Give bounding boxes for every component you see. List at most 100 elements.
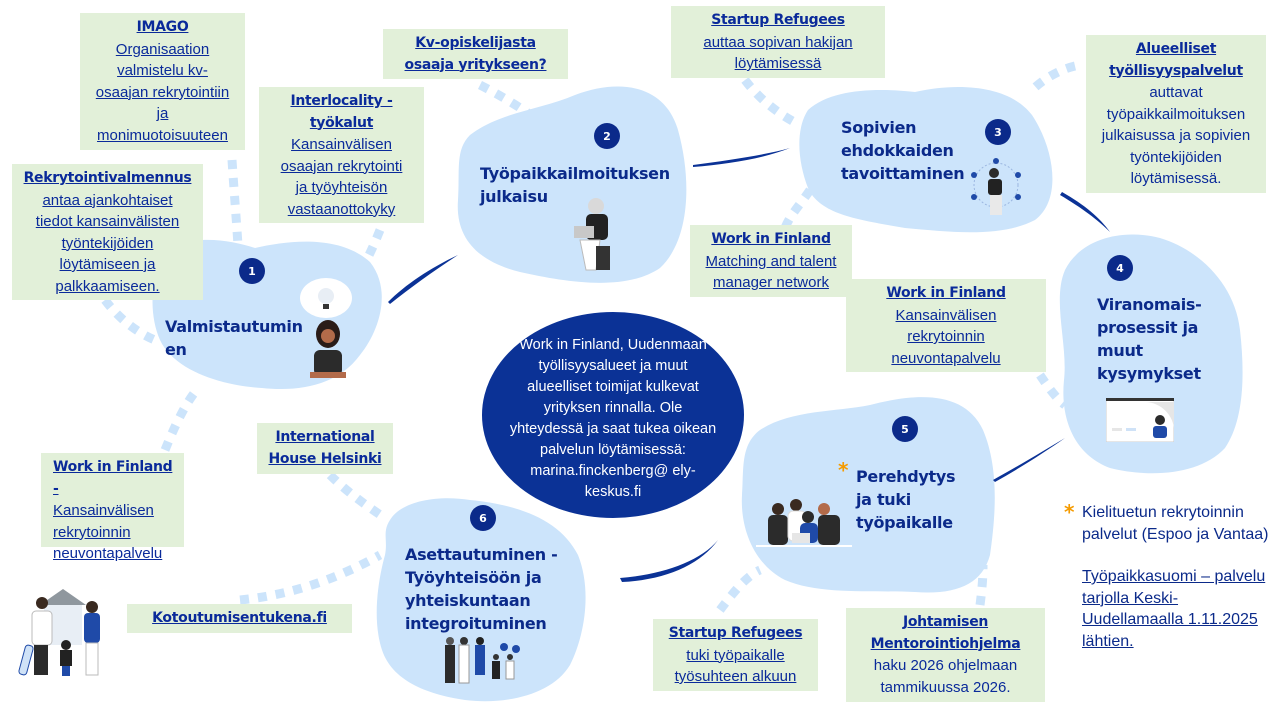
connector-kotoutuminen	[239, 551, 383, 605]
wif-matching-line-2[interactable]: manager network	[713, 274, 829, 291]
startup-top-line-1[interactable]: auttaa sopivan hakijan	[703, 33, 853, 51]
imago-line-2[interactable]: valmistelu kv-	[117, 62, 208, 79]
wif-matching-title[interactable]: Work in Finland	[711, 231, 831, 247]
arrow-3-4	[1060, 192, 1110, 232]
interlocality-title-line-1[interactable]: Interlocality -	[290, 93, 393, 109]
connector-wif-right	[1036, 372, 1068, 409]
connector-rekrytointi	[101, 297, 162, 347]
interlocality-line-4[interactable]: vastaanottokyky	[287, 200, 396, 218]
wif-matching-line-1[interactable]: Matching and talent	[705, 252, 837, 270]
family-with-house-icon	[18, 589, 100, 676]
ihh-title-line-2[interactable]: House Helsinki	[268, 450, 382, 467]
video-call-screen-icon	[1106, 398, 1174, 442]
service-box-johtamisen[interactable]: Johtamisen Mentorointiohjelma haku 2026 …	[846, 608, 1045, 702]
service-box-interlocality[interactable]: Interlocality - työkalut Kansainvälisen …	[259, 87, 424, 223]
ihh-title-line-1[interactable]: International	[275, 429, 375, 445]
johtamisen-line-1: haku 2026 ohjelmaan	[873, 657, 1018, 674]
contact-info-circle: Work in Finland, Uudenmaan työllisyysalu…	[482, 312, 744, 518]
alueelliset-title-line-1[interactable]: Alueelliset	[1135, 41, 1217, 57]
service-box-rekrytointivalmennus[interactable]: Rekrytointivalmennus antaa ajankohtaiset…	[12, 164, 203, 300]
arrow-4-5	[993, 438, 1065, 482]
kv-title-line-2[interactable]: osaaja yritykseen?	[404, 56, 547, 73]
service-box-alueelliset[interactable]: Alueelliset työllisyyspalvelut auttavat …	[1086, 35, 1266, 193]
tyopaikkasuomi-link[interactable]: Työpaikkasuomi – palvelu tarjolla Keski-…	[1082, 568, 1266, 650]
alueelliset-line-2: työpaikkailmoituksen	[1106, 105, 1246, 123]
stage-3-title: Sopivien ehdokkaiden tavoittaminen	[841, 118, 965, 183]
startup-bottom-line-2[interactable]: työsuhteen alkuun	[674, 668, 797, 685]
johtamisen-title-line-1[interactable]: Johtamisen	[902, 614, 989, 630]
stage-4-title: Viranomais-prosessit ja muut kysymykset	[1097, 295, 1202, 383]
note-star-icon: *	[1064, 500, 1075, 524]
connector-kv	[477, 80, 543, 126]
team-at-laptop-icon	[756, 499, 852, 547]
startup-bottom-title[interactable]: Startup Refugees	[668, 625, 803, 641]
stage-1-title: Valmistautuminen	[165, 317, 303, 359]
stage-5-title: Perehdytys ja tuki työpaikalle	[856, 467, 956, 532]
connector-alueelliset	[1026, 61, 1077, 96]
stage-2-title: Työpaikkailmoituksen julkaisu	[480, 164, 670, 206]
imago-line-4[interactable]: ja	[156, 105, 169, 122]
rekrytointi-line-4[interactable]: löytämiseen ja	[59, 256, 156, 273]
kotoutuminen-title[interactable]: Kotoutumisentukena.fi	[152, 610, 327, 626]
interlocality-line-1[interactable]: Kansainvälisen	[291, 136, 392, 153]
startup-top-line-2[interactable]: löytämisessä	[734, 55, 822, 72]
rekrytointi-line-1[interactable]: antaa ajankohtaiset	[42, 191, 173, 209]
rekrytointi-title[interactable]: Rekrytointivalmennus	[23, 170, 192, 186]
service-box-kotoutuminen[interactable]: Kotoutumisentukena.fi	[127, 604, 352, 633]
service-box-wif-neuvonta-left[interactable]: Work in Finland - Kansainvälisen rekryto…	[41, 453, 184, 562]
service-box-wif-matching[interactable]: Work in Finland Matching and talent mana…	[690, 225, 852, 297]
imago-line-3[interactable]: osaajan rekrytointiin	[95, 83, 230, 101]
rekrytointi-line-5[interactable]: palkkaamiseen.	[55, 277, 160, 295]
interlocality-line-3[interactable]: ja työyhteisön	[295, 179, 388, 196]
johtamisen-line-2: tammikuussa 2026.	[880, 678, 1011, 696]
stage-5-badge: 5	[892, 416, 918, 442]
service-box-wif-neuvonta-right[interactable]: Work in Finland Kansainvälisen rekrytoin…	[846, 279, 1046, 372]
stage-6-title: Asettautuminen - Työyhteisöön ja yhteisk…	[405, 545, 558, 633]
stage-4-badge: 4	[1107, 255, 1133, 281]
service-box-kv-opiskelija[interactable]: Kv-opiskelijasta osaaja yritykseen?	[383, 29, 568, 79]
wif-left-line-2[interactable]: rekrytoinnin	[53, 523, 131, 541]
woman-with-laptop-icon	[574, 198, 610, 271]
connector-imago	[227, 159, 243, 246]
family-community-icon	[445, 637, 520, 684]
stage-2-badge: 2	[594, 123, 620, 149]
arrow-2-3	[693, 148, 790, 167]
wif-left-title[interactable]: Work in Finland -	[53, 459, 173, 497]
connector-wif-matching	[780, 187, 814, 230]
interlocality-line-2[interactable]: osaajan rekrytointi	[280, 157, 403, 175]
wif-left-line-1[interactable]: Kansainvälisen	[53, 502, 154, 519]
service-box-imago[interactable]: IMAGO Organisaation valmistelu kv- osaaj…	[80, 13, 245, 150]
wif-right-title[interactable]: Work in Finland	[886, 285, 1006, 301]
rekrytointi-line-2[interactable]: tiedot kansainvälisten	[35, 213, 180, 230]
startup-bottom-line-1[interactable]: tuki työpaikalle	[686, 646, 785, 664]
johtamisen-title-line-2[interactable]: Mentorointiohjelma	[870, 635, 1021, 652]
service-box-ihh[interactable]: International House Helsinki	[257, 423, 393, 474]
wif-right-line-2[interactable]: rekrytoinnin	[907, 328, 985, 345]
connector-startup-bottom	[716, 565, 763, 613]
language-support-note: Kielituetun rekrytoinnin palvelut (Espoo…	[1082, 502, 1272, 652]
interlocality-title-line-2[interactable]: työkalut	[309, 114, 374, 131]
stage-6-blob	[376, 498, 586, 702]
imago-line-5[interactable]: monimuotoisuuteen	[97, 126, 228, 144]
wif-left-line-3[interactable]: neuvontapalvelu	[53, 545, 163, 562]
connector-startup-top	[741, 77, 803, 130]
stage-5-blob	[741, 397, 995, 593]
alueelliset-title-line-2[interactable]: työllisyyspalvelut	[1109, 62, 1243, 79]
stage-5-star-icon: *	[838, 458, 849, 482]
kv-title-line-1[interactable]: Kv-opiskelijasta	[415, 35, 536, 51]
rekrytointi-line-3[interactable]: työntekijöiden	[61, 234, 154, 252]
connector-johtamisen	[975, 564, 988, 606]
alueelliset-line-5: löytämisessä.	[1130, 170, 1222, 187]
startup-top-title[interactable]: Startup Refugees	[711, 12, 845, 28]
imago-title[interactable]: IMAGO	[136, 19, 189, 35]
arrow-1-2	[388, 255, 458, 304]
wif-right-line-3[interactable]: neuvontapalvelu	[891, 349, 1001, 367]
imago-line-1[interactable]: Organisaation	[115, 40, 210, 58]
stage-4-blob	[1059, 234, 1243, 474]
man-network-candidates-icon	[971, 158, 1021, 215]
wif-right-line-1[interactable]: Kansainvälisen	[895, 306, 997, 324]
service-box-startup-top[interactable]: Startup Refugees auttaa sopivan hakijan …	[671, 6, 885, 78]
stage-6-badge: 6	[470, 505, 496, 531]
service-box-startup-bottom[interactable]: Startup Refugees tuki työpaikalle työsuh…	[653, 619, 818, 691]
